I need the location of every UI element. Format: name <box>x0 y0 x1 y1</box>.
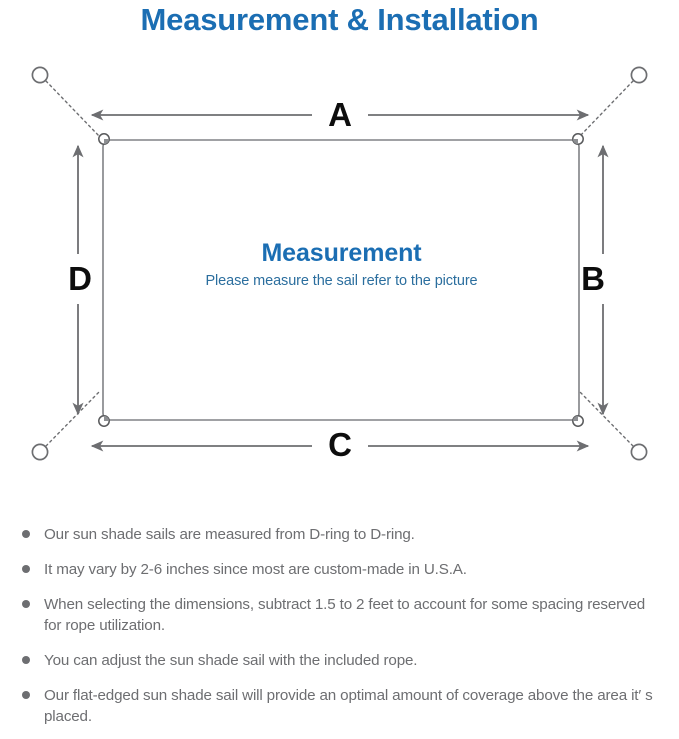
anchor-bottom-left-icon <box>31 443 49 461</box>
sail-center-subtitle: Please measure the sail refer to the pic… <box>205 273 478 289</box>
sail-center-caption: Measurement Please measure the sail refe… <box>103 238 580 292</box>
rope-bottom-right <box>579 391 634 447</box>
note-text: You can adjust the sun shade sail with t… <box>44 652 418 669</box>
rope-lines <box>45 80 634 447</box>
list-item: Our sun shade sails are measured from D-… <box>14 524 665 545</box>
list-item: You can adjust the sun shade sail with t… <box>14 650 665 671</box>
rope-bottom-left <box>45 391 100 447</box>
bullet-icon <box>22 656 30 664</box>
bullet-icon <box>22 691 30 699</box>
d-ring-shading <box>104 139 578 421</box>
notes-list: Our sun shade sails are measured from D-… <box>0 524 679 727</box>
bullet-icon <box>22 600 30 608</box>
note-text: When selecting the dimensions, subtract … <box>44 596 646 634</box>
note-text: Our flat-edged sun shade sail will provi… <box>44 687 653 725</box>
dimension-label-a: A <box>328 96 352 133</box>
dimension-label-b: B <box>581 260 605 297</box>
sail-body <box>102 139 580 421</box>
dimension-label-d: D <box>68 260 92 297</box>
anchor-circles <box>31 66 648 461</box>
bullet-icon <box>22 530 30 538</box>
anchor-top-left-icon <box>31 66 49 84</box>
sail-diagram <box>31 66 648 461</box>
list-item: Our flat-edged sun shade sail will provi… <box>14 685 665 727</box>
dimension-label-c: C <box>328 426 352 463</box>
bullet-icon <box>22 565 30 573</box>
rope-top-left <box>45 80 100 137</box>
dimension-arrows <box>72 109 609 452</box>
anchor-top-right-icon <box>630 66 648 84</box>
anchor-bottom-right-icon <box>630 443 648 461</box>
page-title: Measurement & Installation <box>140 2 539 37</box>
list-item: It may vary by 2-6 inches since most are… <box>14 559 665 580</box>
rope-top-right <box>579 80 634 137</box>
sail-center-title: Measurement <box>261 239 422 267</box>
note-text: Our sun shade sails are measured from D-… <box>44 526 415 543</box>
list-item: When selecting the dimensions, subtract … <box>14 594 665 636</box>
note-text: It may vary by 2-6 inches since most are… <box>44 561 467 578</box>
